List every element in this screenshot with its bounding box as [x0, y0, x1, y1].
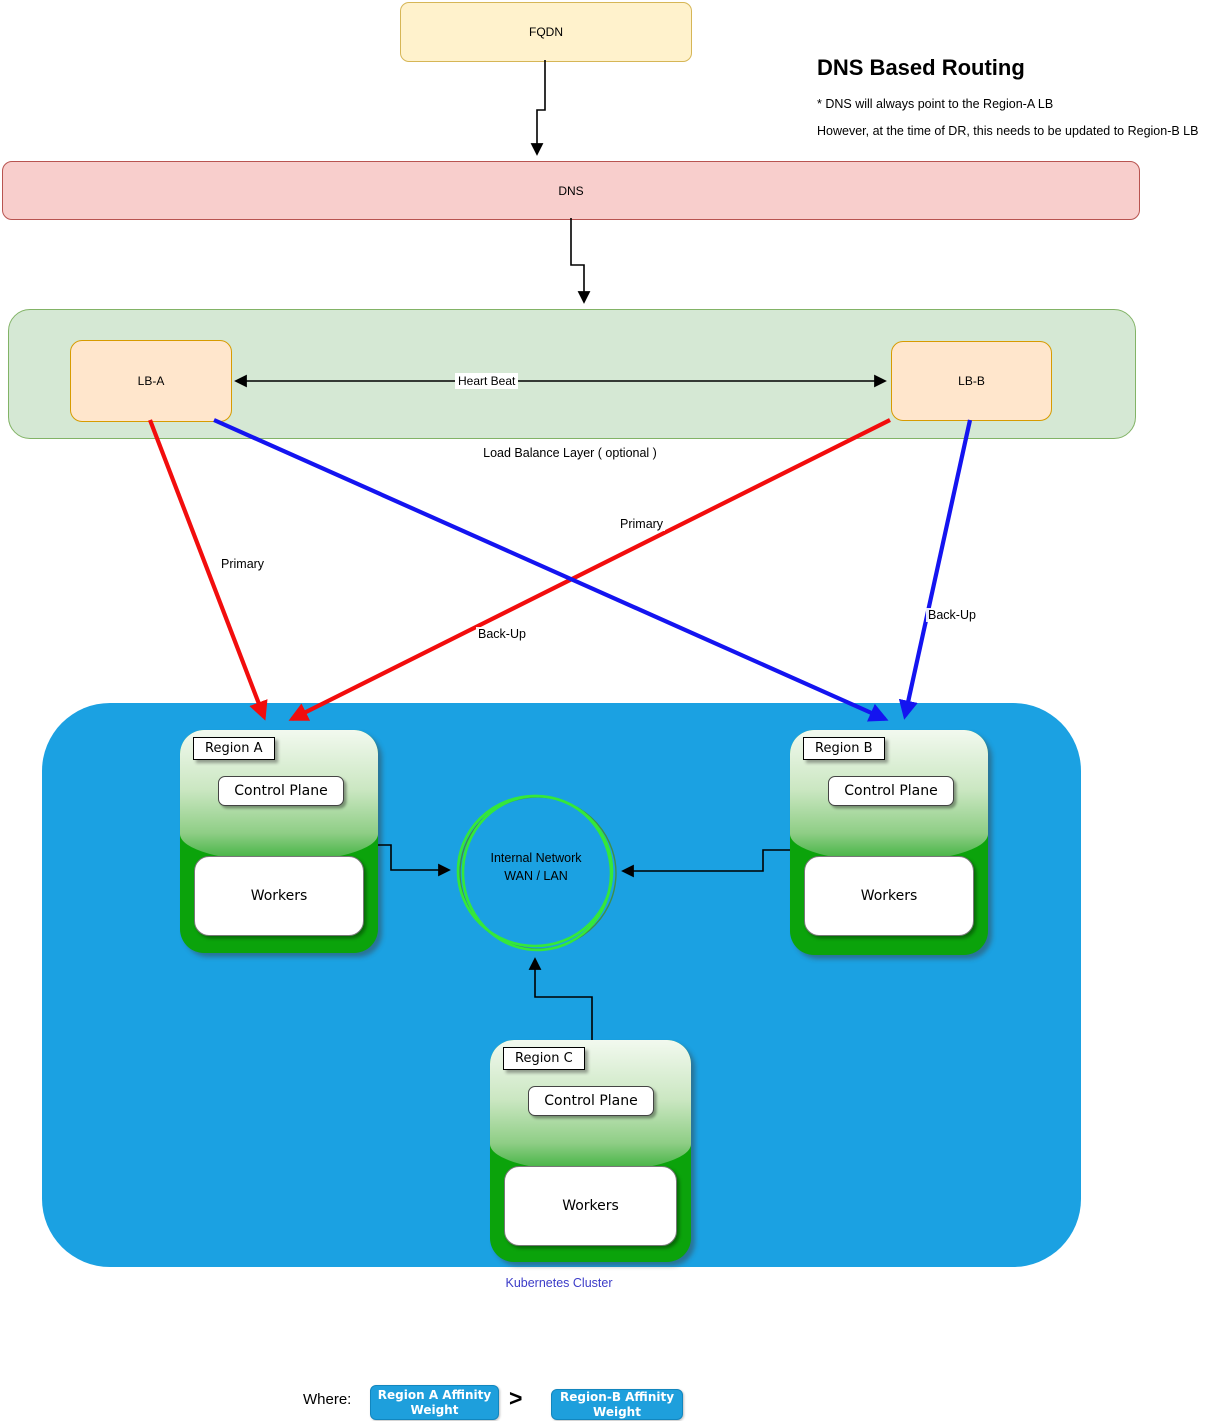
arrow-lbb-to-region-b-backup: [898, 419, 973, 720]
load-balance-layer-caption: Load Balance Layer ( optional ): [483, 446, 657, 460]
arrow-fqdn-to-dns: [530, 60, 546, 156]
lb-b-label: LB-B: [958, 374, 985, 388]
internal-network-line2: WAN / LAN: [504, 869, 568, 883]
edge-label-backup-mid: Back-Up: [476, 627, 528, 641]
lb-a-node: LB-A: [70, 340, 232, 422]
kubernetes-cluster-caption: Kubernetes Cluster: [505, 1276, 613, 1290]
fqdn-label: FQDN: [529, 25, 563, 39]
note-line-1: * DNS will always point to the Region-A …: [817, 97, 1054, 111]
arrow-lba-to-region-b: [213, 418, 889, 722]
region-b-workers: Workers: [804, 856, 974, 936]
legend-greater-than: >: [509, 1385, 523, 1411]
region-c-card: Region C Control Plane Workers: [490, 1040, 691, 1262]
heartbeat-label: Heart Beat: [455, 373, 519, 389]
internal-network-label: Internal Network WAN / LAN: [456, 849, 616, 885]
legend-where-label: Where:: [303, 1391, 352, 1408]
region-c-workers: Workers: [504, 1166, 677, 1246]
region-b-tag: Region B: [803, 737, 885, 760]
edge-label-primary-left: Primary: [219, 557, 267, 571]
note-line-2: However, at the time of DR, this needs t…: [817, 124, 1199, 138]
edge-label-backup-right: Back-Up: [926, 608, 978, 622]
dns-label: DNS: [558, 183, 584, 198]
internal-network-line1: Internal Network: [490, 851, 582, 865]
region-a-control-plane: Control Plane: [218, 776, 344, 806]
legend-region-a-weight-label: Region A Affinity Weight: [377, 1388, 492, 1417]
region-a-tag: Region A: [193, 737, 275, 760]
region-b-card: Region B Control Plane Workers: [790, 730, 988, 955]
legend-region-b-weight-label: Region-B Affinity Weight: [559, 1390, 675, 1419]
legend-region-a-weight-badge: Region A Affinity Weight: [370, 1385, 499, 1420]
arrow-dns-to-lb-layer: [570, 218, 591, 304]
arrow-lbb-to-region-a-backup: [288, 418, 891, 721]
region-a-card: Region A Control Plane Workers: [180, 730, 378, 953]
edge-label-primary-mid: Primary: [618, 517, 666, 531]
region-b-control-plane: Control Plane: [828, 776, 954, 806]
region-c-tag: Region C: [503, 1047, 585, 1070]
region-c-control-plane: Control Plane: [528, 1086, 654, 1116]
legend-region-b-weight-badge: Region-B Affinity Weight: [551, 1389, 683, 1420]
diagram-title: DNS Based Routing: [817, 55, 1025, 80]
lb-b-node: LB-B: [891, 341, 1052, 421]
lb-a-label: LB-A: [137, 374, 165, 388]
region-a-workers: Workers: [194, 856, 364, 936]
dns-node: DNS: [2, 161, 1140, 220]
fqdn-node: FQDN: [400, 2, 692, 62]
